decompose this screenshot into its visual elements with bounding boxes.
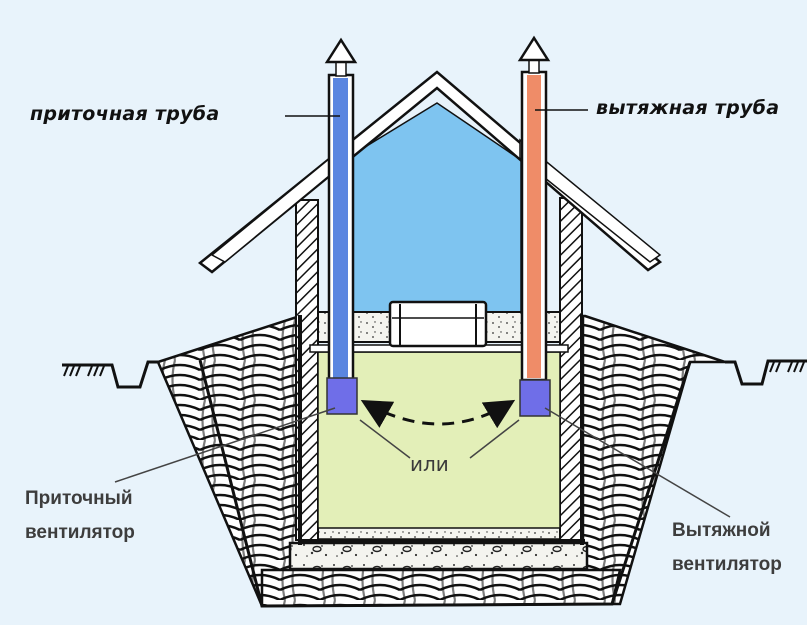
ground-level-right [725, 359, 807, 386]
supply-pipe-cap [324, 37, 358, 64]
label-supply-pipe: приточная труба [30, 103, 220, 125]
soil-bottom [260, 568, 622, 608]
leader-supply-fan [114, 407, 336, 483]
label-or: или [410, 452, 449, 476]
foundation-slab [288, 541, 589, 571]
leader-or-left [359, 419, 411, 459]
ground-level-left [62, 360, 158, 389]
supply-pipe [324, 37, 358, 382]
exhaust-fan [519, 379, 551, 417]
pit-outline [198, 359, 692, 608]
roof [197, 70, 663, 274]
label-exhaust-fan-line1: Вытяжной [672, 520, 771, 541]
label-exhaust-fan-line2: вентилятор [672, 554, 782, 575]
exhaust-pipe [517, 35, 551, 382]
floor-layer [317, 526, 563, 540]
leader-exhaust-fan [544, 407, 731, 518]
label-supply-fan: Приточный вентилятор [25, 482, 135, 550]
leader-or-right [469, 419, 520, 459]
exhaust-pipe-cap [517, 35, 551, 62]
label-supply-fan-line1: Приточный [25, 488, 133, 509]
supply-fan [326, 377, 358, 415]
wall-right [559, 197, 583, 541]
hatch-door [388, 300, 488, 348]
label-supply-fan-line2: вентилятор [25, 522, 135, 543]
label-exhaust-pipe: вытяжная труба [596, 97, 780, 119]
label-exhaust-fan: Вытяжной вентилятор [672, 514, 782, 582]
ceiling-slab [309, 300, 569, 353]
